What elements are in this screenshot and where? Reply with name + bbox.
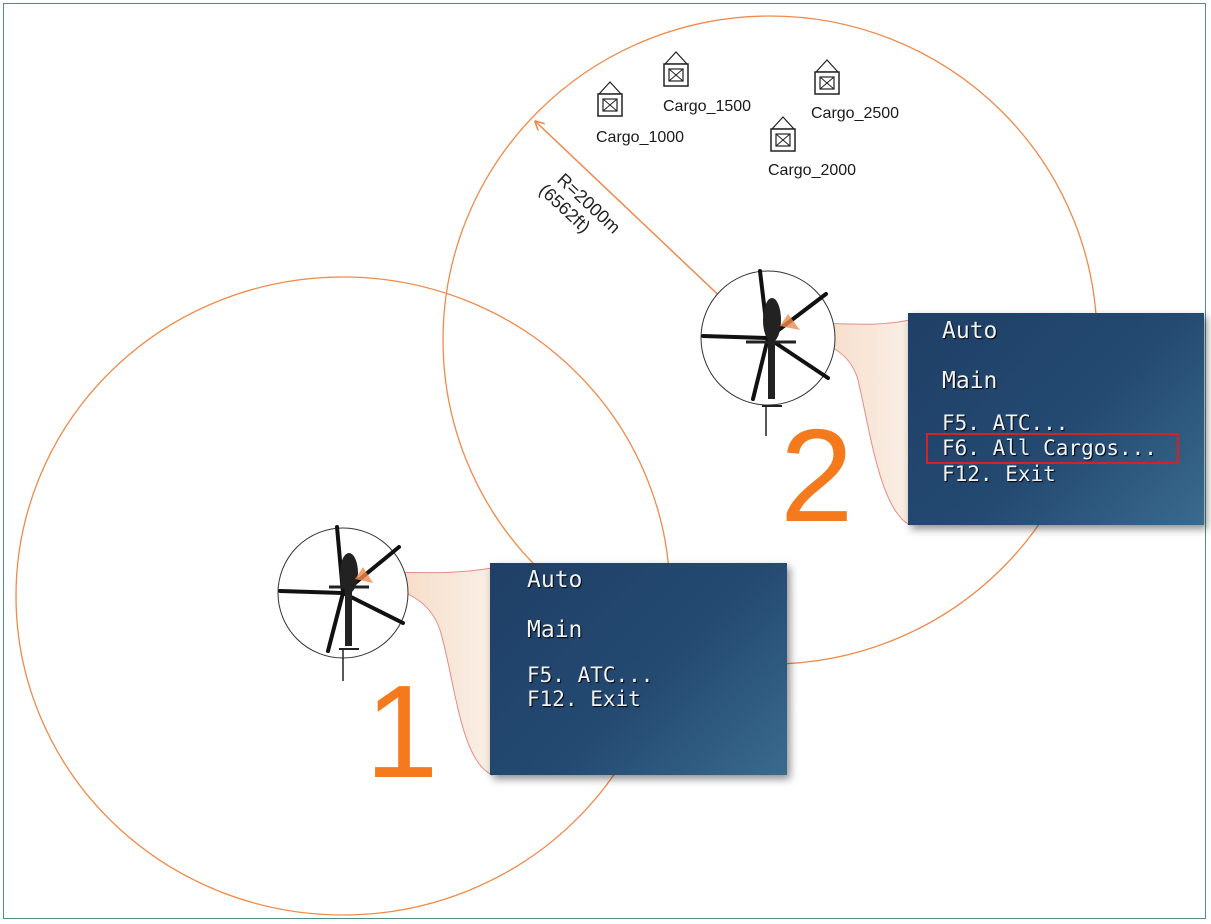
menu-item-all-cargos[interactable]: F6. All Cargos...: [942, 436, 1157, 460]
menu-item-atc[interactable]: F5. ATC...: [942, 411, 1069, 435]
cargo-icon: [597, 81, 623, 117]
helicopter-icon: [700, 269, 836, 436]
frame-border: [3, 3, 1206, 919]
helicopter-icon: [277, 525, 409, 681]
cargo-label: Cargo_2000: [768, 162, 856, 179]
radio-menu-1: Auto Main F5. ATC... F12. Exit: [490, 563, 787, 775]
menu-item-exit[interactable]: F12. Exit: [942, 462, 1056, 486]
menu-subtitle: Main: [942, 368, 998, 394]
callout-1: [355, 567, 493, 776]
cargo-icon: [770, 116, 796, 152]
step-number-2: 2: [780, 402, 854, 549]
cargo-icon: [814, 59, 840, 95]
radio-menu-2: Auto Main F5. ATC... F6. All Cargos... F…: [908, 313, 1204, 525]
menu-subtitle: Main: [527, 617, 583, 643]
highlight-box: [926, 433, 1179, 464]
menu-item-exit[interactable]: F12. Exit: [527, 687, 641, 711]
menu-title: Auto: [942, 318, 998, 344]
menu-item-atc[interactable]: F5. ATC...: [527, 663, 654, 687]
cargo-label: Cargo_2500: [811, 105, 899, 122]
cargo-label: Cargo_1500: [663, 98, 751, 115]
radius-label: R=2000m (6562ft): [535, 169, 624, 237]
cargo-icon: [663, 51, 689, 87]
step-number-1: 1: [365, 658, 439, 805]
menu-title: Auto: [527, 567, 583, 593]
cargo-label: Cargo_1000: [596, 129, 684, 146]
